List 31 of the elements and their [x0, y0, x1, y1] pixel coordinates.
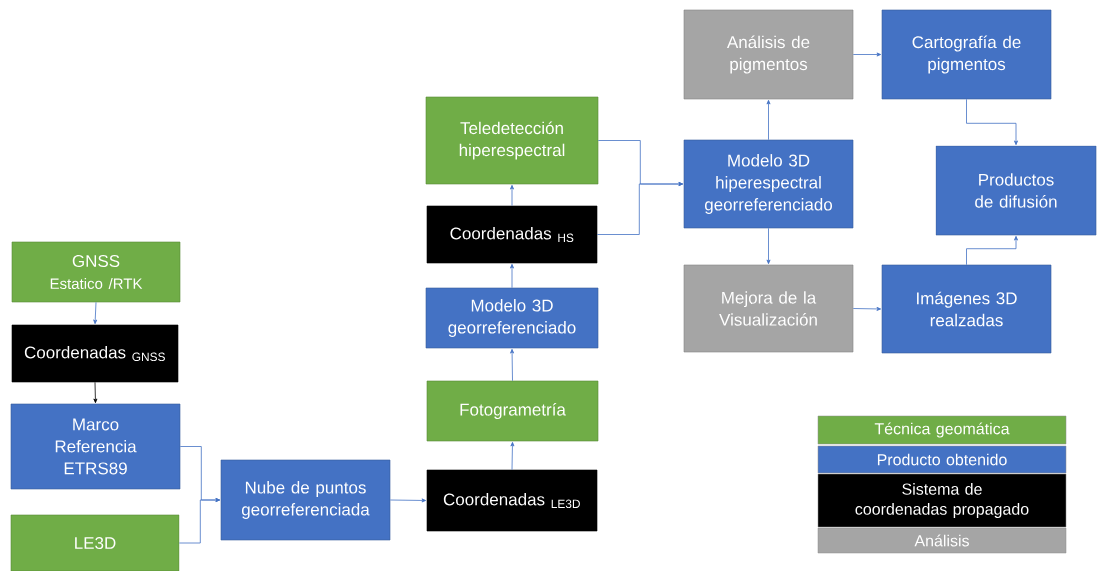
process-box: Nube de puntos georreferenciada — [220, 459, 391, 541]
process-box: GNSS Estatico /RTK — [11, 241, 181, 303]
arrow — [766, 227, 771, 265]
process-box: Coordenadas $_{GNSS}$ — [11, 324, 179, 383]
process-box: Teledetección hiperespectral — [425, 96, 599, 185]
process-box: Coordenadas $_{HS}$ — [426, 205, 598, 264]
process-box: Coordenadas $_{LE3D}$ — [426, 469, 598, 532]
process-box: Marco Referencia ETRS89 — [10, 403, 181, 490]
arrow — [966, 98, 1018, 146]
process-box: Imágenes 3D realzadas — [881, 264, 1052, 354]
process-box: Cartografía de pigmentos — [881, 9, 1052, 100]
process-box: Modelo 3D georreferenciado — [425, 287, 599, 349]
arrow — [510, 441, 515, 471]
arrow — [852, 52, 882, 57]
arrow — [93, 301, 98, 325]
process-box: Fotogrametría — [426, 380, 599, 442]
process-box: Análisis de pigmentos — [683, 9, 854, 100]
arrow — [510, 263, 514, 289]
process-box: Mejora de la Visualización — [683, 264, 854, 353]
arrow — [178, 498, 221, 544]
process-box: Modelo 3D hiperespectral georreferenciado — [683, 139, 854, 229]
process-box: LE3D — [10, 514, 180, 571]
arrow — [510, 184, 514, 207]
process-box: Productos de difusión — [935, 145, 1097, 236]
arrow — [389, 498, 427, 503]
arrow — [766, 99, 771, 141]
arrow — [510, 348, 515, 382]
arrow — [596, 182, 684, 235]
arrow — [93, 381, 98, 404]
arrow — [966, 235, 1018, 266]
arrow — [852, 306, 882, 311]
